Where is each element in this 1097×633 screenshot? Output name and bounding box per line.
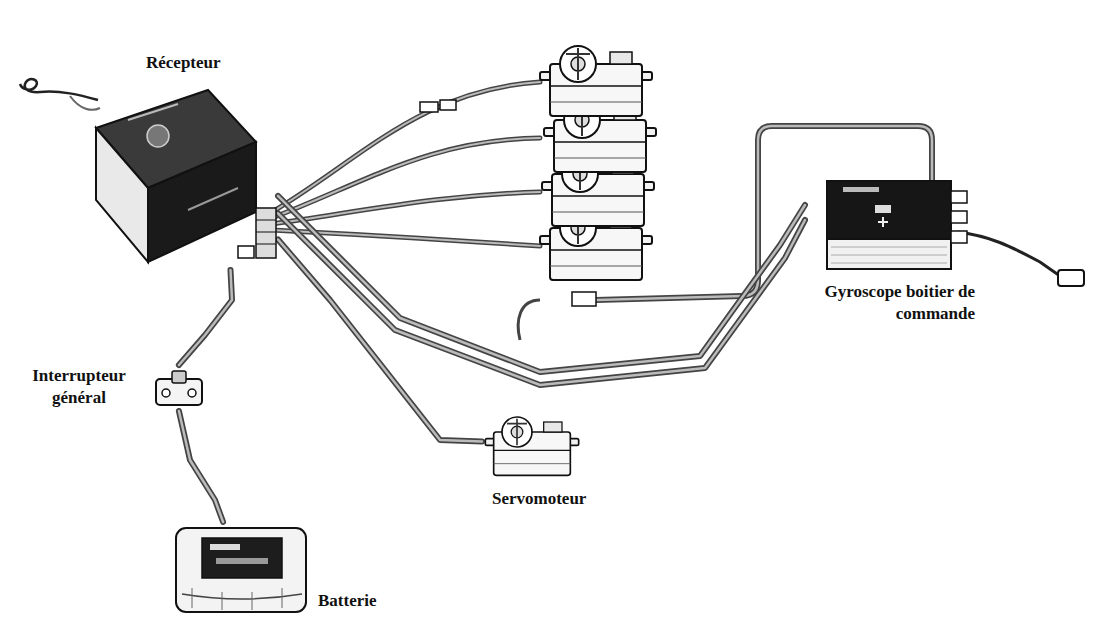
- cable-sheath: [278, 213, 805, 385]
- part-label: Batterie: [318, 590, 377, 618]
- receiver-node: Récepteur: [88, 52, 278, 270]
- part-name: Interrupteur général: [14, 365, 144, 409]
- part-name: Servomoteur: [492, 488, 586, 510]
- battery-node: Batterie: [172, 522, 377, 618]
- part-name: Gyroscope boitier de commande: [805, 281, 975, 325]
- part-label: Interrupteur général: [14, 365, 144, 409]
- cable: [278, 213, 805, 385]
- battery-icon: [172, 522, 312, 618]
- gyro-node: Gyroscope boitier de commande: [805, 175, 975, 325]
- gyro-icon: [823, 175, 975, 275]
- cable-core: [179, 270, 232, 365]
- cable: [278, 196, 805, 372]
- part-label: Récepteur: [88, 52, 221, 74]
- cable-sheath: [179, 270, 232, 365]
- part-label: Gyroscope boitier de commande: [805, 281, 975, 325]
- cable-core: [278, 213, 805, 385]
- servo-node: Servomoteur: [482, 412, 586, 510]
- cable-core: [179, 411, 223, 522]
- part-label: Servomoteur: [482, 488, 586, 510]
- cable-core: [278, 196, 805, 372]
- part-name: Récepteur: [146, 52, 221, 74]
- part-name: Batterie: [318, 590, 377, 612]
- receiver-icon: [88, 80, 278, 270]
- cable-sheath: [278, 196, 805, 372]
- switch-node: Interrupteur général: [14, 365, 208, 411]
- cable: [179, 411, 223, 522]
- cable-sheath: [179, 411, 223, 522]
- switch-icon: [150, 365, 208, 411]
- cable: [179, 270, 232, 365]
- servo-icon: [482, 412, 582, 482]
